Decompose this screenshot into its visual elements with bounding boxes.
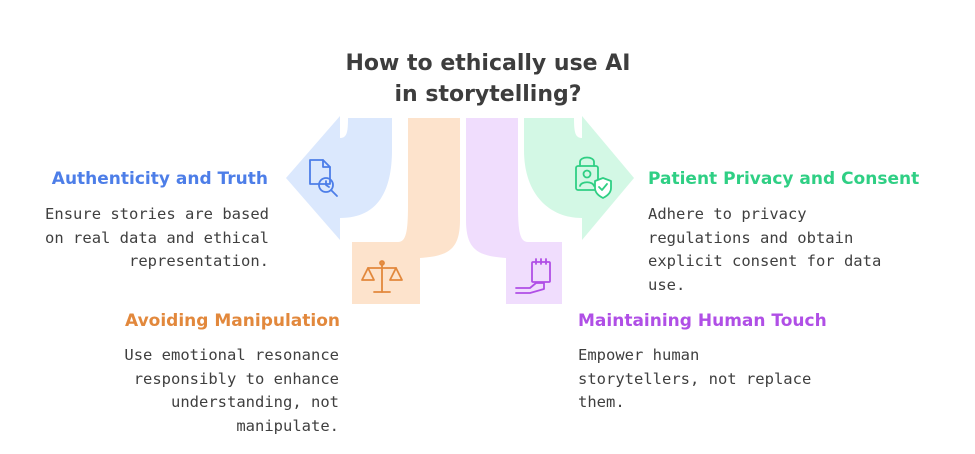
description-privacy: Adhere to privacy regulations and obtain…	[648, 205, 882, 294]
heading-human-touch: Maintaining Human Touch	[578, 311, 827, 331]
heading-privacy: Patient Privacy and Consent	[648, 169, 920, 189]
scales-icon	[361, 260, 403, 293]
heading-authenticity: Authenticity and Truth	[51, 169, 268, 189]
arrow-purple	[466, 118, 562, 304]
user-shield-icon	[575, 156, 612, 199]
hand-notepad-icon	[515, 258, 551, 294]
description-manipulation: Use emotional resonance responsibly to e…	[124, 346, 339, 435]
description-human-touch: Empower human storytellers, not replace …	[578, 346, 812, 411]
arrow-green	[524, 116, 634, 240]
page-title: How to ethically use AI in storytelling?	[345, 51, 631, 107]
description-authenticity: Ensure stories are based on real data an…	[45, 205, 269, 270]
heading-manipulation: Avoiding Manipulation	[125, 311, 340, 331]
arrow-blue	[286, 116, 392, 240]
arrow-orange	[352, 118, 460, 304]
document-search-icon	[309, 159, 338, 197]
